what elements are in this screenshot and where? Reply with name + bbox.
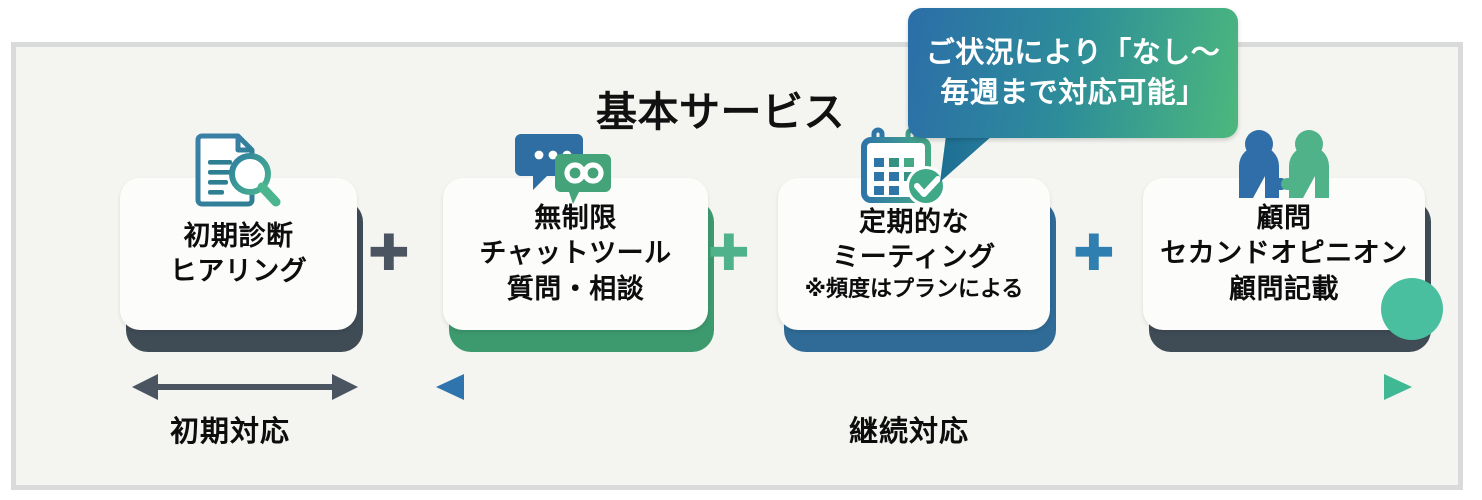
page-title: 基本サービス <box>596 89 845 135</box>
card-line: 顧問 <box>1256 203 1312 234</box>
card-note: ※頻度はプランによる <box>804 275 1024 301</box>
card-face: 無制限 チャットツール 質問・相談 <box>443 178 708 330</box>
callout-line-1: ご状況により「なし～ <box>925 36 1221 69</box>
card-face: 初期診断 ヒアリング <box>120 178 357 330</box>
card-line: ミーティング <box>832 241 996 272</box>
continuous-response-arrow <box>436 374 1412 400</box>
card-line: セカンドオピニオン <box>1160 238 1408 269</box>
plus-sign-3: ✚ <box>1073 225 1115 281</box>
card-line: チャットツール <box>479 238 672 269</box>
plus-sign-2: ✚ <box>708 225 750 281</box>
card-face: 顧問 セカンドオピニオン 顧問記載 <box>1143 178 1425 330</box>
chat-infinity-icon <box>515 130 615 219</box>
document-search-icon <box>192 130 284 219</box>
card-line: 初期診断 <box>183 220 294 251</box>
card-line: ヒアリング <box>169 256 308 286</box>
service-card-advisor[interactable]: 顧問 セカンドオピニオン 顧問記載 <box>1143 130 1443 352</box>
card-line: 定期的な <box>859 206 969 237</box>
handshake-icon <box>1229 126 1339 217</box>
initial-response-label: 初期対応 <box>170 416 291 448</box>
initial-response-arrow <box>132 374 358 400</box>
card-line: 顧問記載 <box>1229 273 1339 304</box>
callout-line-2: 毎週まで対応可能」 <box>940 77 1206 109</box>
service-card-unlimited-chat[interactable]: 無制限 チャットツール 質問・相談 <box>443 134 714 352</box>
service-card-regular-meeting[interactable]: 定期的な ミーティング ※頻度はプランによる <box>778 127 1056 352</box>
service-card-initial-diagnosis[interactable]: 初期診断 ヒアリング <box>120 133 363 352</box>
decorative-circle <box>1381 278 1443 340</box>
card-line: 無制限 <box>534 203 617 234</box>
plus-sign-1: ✚ <box>368 225 410 281</box>
card-face: 定期的な ミーティング ※頻度はプランによる <box>778 178 1050 330</box>
continuous-response-label: 継続対応 <box>849 416 970 448</box>
calendar-check-icon <box>860 126 956 219</box>
frequency-callout: ご状況により「なし～ 毎週まで対応可能」 <box>908 8 1238 138</box>
card-line: 質問・相談 <box>506 273 645 304</box>
